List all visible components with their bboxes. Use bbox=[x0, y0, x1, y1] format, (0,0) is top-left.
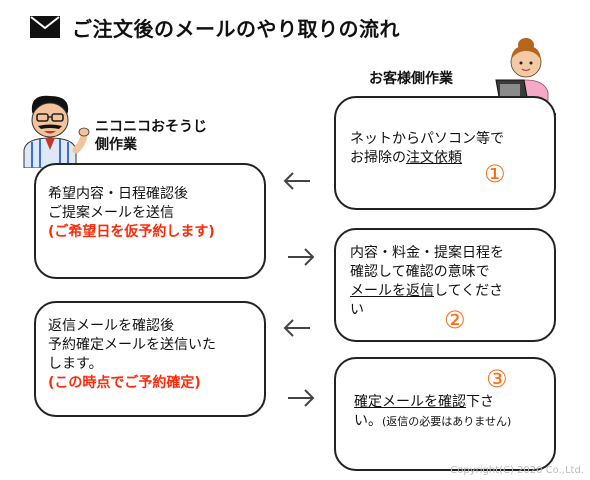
customer-step3-box: ③ 確定メールを確認下さ い。(返信の必要はありません) bbox=[334, 357, 556, 471]
company-step1-box: 希望内容・日程確認後 ご提案メールを送信 (ご希望日を仮予約します) bbox=[34, 163, 266, 279]
customer-step3-line2-text: い。 bbox=[354, 413, 382, 429]
company-label-line1: ニコニコおそうじ bbox=[95, 119, 207, 135]
envelope-icon bbox=[30, 16, 60, 38]
customer-step2-box: 内容・料金・提案日程を 確認して確認の意味で メールを返信してくださ い ② bbox=[334, 228, 556, 342]
company-step2-box: 返信メールを確認後 予約確定メールを送信いた します。 (この時点でご予約確定) bbox=[34, 301, 266, 417]
confirm-mail-text: 確定メールを確認 bbox=[354, 394, 466, 410]
customer-step1-line2: お掃除の注文依頼 bbox=[350, 149, 542, 168]
no-reply-needed-note: (返信の必要はありません) bbox=[382, 415, 512, 428]
reply-mail-text: メールを返信 bbox=[350, 283, 434, 299]
order-request-text: 注文依頼 bbox=[406, 150, 462, 166]
customer-step2-line1: 内容・料金・提案日程を bbox=[350, 245, 504, 261]
customer-step1-line1: ネットからパソコン等で bbox=[350, 131, 504, 147]
customer-step2-line4: い bbox=[350, 302, 364, 318]
customer-step2-line3: メールを返信してくださ bbox=[350, 282, 544, 301]
arrow-right-icon bbox=[288, 248, 315, 266]
copyright-text: Copyright(C) 2020 Co.,Ltd. bbox=[450, 465, 584, 476]
step-number-2: ② bbox=[444, 306, 466, 334]
company-step1-note: (ご希望日を仮予約します) bbox=[48, 224, 215, 240]
arrow-right-icon bbox=[288, 389, 315, 407]
page-title: ご注文後のメールのやり取りの流れ bbox=[30, 12, 400, 42]
company-step2-note: (この時点でご予約確定) bbox=[48, 375, 201, 391]
customer-step2-line2: 確認して確認の意味で bbox=[350, 264, 490, 280]
company-step2-line1: 返信メールを確認後 bbox=[48, 318, 174, 334]
company-side-label: ニコニコおそうじ 側作業 bbox=[95, 118, 207, 154]
page-title-text: ご注文後のメールのやり取りの流れ bbox=[72, 16, 400, 41]
customer-step1-prefix: お掃除の bbox=[350, 150, 406, 166]
customer-step1-box: ネットからパソコン等で お掃除の注文依頼 ① bbox=[334, 96, 556, 210]
customer-step3-line2: い。(返信の必要はありません) bbox=[354, 412, 544, 431]
step-number-1: ① bbox=[484, 160, 506, 188]
arrow-left-icon bbox=[283, 172, 310, 190]
arrow-left-icon bbox=[283, 319, 310, 337]
company-step2-line3: します。 bbox=[48, 356, 103, 372]
customer-step3-line1: 確定メールを確認下さ bbox=[354, 393, 544, 412]
company-label-line2: 側作業 bbox=[95, 137, 137, 153]
company-step1-line2: ご提案メールを送信 bbox=[48, 205, 174, 221]
customer-side-label: お客様側作業 bbox=[369, 71, 453, 87]
customer-step2-suffix: してくださ bbox=[434, 283, 504, 299]
company-worker-avatar bbox=[23, 95, 90, 168]
company-step1-line1: 希望内容・日程確認後 bbox=[48, 186, 188, 202]
company-step2-line2: 予約確定メールを送信いた bbox=[48, 337, 216, 353]
customer-step3-suffix: 下さ bbox=[466, 394, 494, 410]
step-number-3: ③ bbox=[486, 365, 508, 393]
